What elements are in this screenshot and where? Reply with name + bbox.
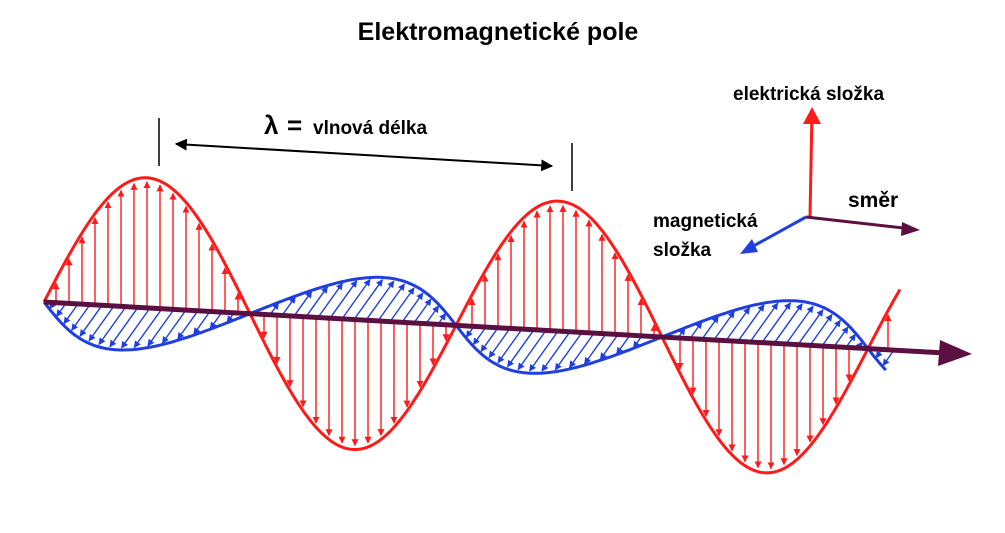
axes-key: elektrická složka magnetická složka směr: [653, 84, 920, 261]
magnetic-vector-arrow: [480, 327, 499, 353]
magnetic-vector-arrow: [88, 305, 115, 342]
magnetic-vector-arrow: [79, 304, 103, 337]
magnetic-vector-arrow: [133, 308, 163, 349]
magnetic-vector-arrow: [689, 321, 703, 340]
magnetic-vector-arrow: [725, 307, 751, 342]
magnetic-vector-arrow: [809, 313, 833, 346]
magnetic-vector-arrow: [209, 311, 223, 330]
magnetic-vector-arrow: [472, 326, 487, 346]
magnetic-vector-arrow: [389, 287, 415, 323]
direction-axis-arrow: [805, 215, 913, 231]
magnetic-component-label-line2: složka: [653, 240, 712, 261]
magnetic-vector-arrow: [401, 292, 424, 323]
magnetic-vector-arrow: [365, 280, 395, 321]
magnetic-vector-arrow: [797, 309, 824, 346]
magnetic-vector-arrow: [329, 280, 358, 319]
magnetic-vector-arrow: [737, 304, 765, 342]
magnetic-vector-arrow: [425, 305, 440, 325]
magnetic-vector-arrow: [882, 349, 895, 367]
magnetic-vector-arrow: [341, 278, 371, 320]
arrow-down-left-icon: [740, 239, 758, 254]
magnetic-vector-arrow: [161, 309, 187, 344]
magnetic-vector-arrow: [528, 330, 559, 372]
magnetic-vector-arrow: [599, 334, 619, 360]
magnetic-vector-arrow: [147, 308, 175, 347]
wavelength-indicator: λ = vlnová délka: [158, 110, 573, 191]
magnetic-vector-arrow: [98, 306, 127, 346]
magnetic-vector-arrow: [193, 310, 211, 335]
magnetic-vector-arrow: [377, 283, 406, 322]
magnetic-vector-arrow: [353, 279, 384, 320]
magnetic-vector-arrow: [488, 327, 511, 359]
electric-field-wave: [42, 176, 902, 475]
magnetic-vector-arrow: [317, 282, 344, 318]
magnetic-vector-arrow: [71, 304, 91, 331]
magnetic-field-wave: [42, 275, 895, 375]
magnetic-vector-arrow: [761, 302, 792, 344]
magnetic-vector-arrow: [109, 306, 139, 348]
magnetic-vector-arrow: [785, 305, 814, 345]
magnetic-vector-arrow: [568, 332, 595, 369]
magnetic-vector-arrow: [583, 333, 607, 365]
magnetic-vector-arrow: [773, 303, 803, 344]
magnetic-vector-arrow: [554, 332, 583, 371]
magnetic-vector-arrow: [293, 290, 313, 317]
wavelength-label: vlnová délka: [313, 118, 427, 139]
magnetic-vector-arrow: [497, 328, 523, 364]
diagram-title: Elektromagnetické pole: [358, 18, 639, 46]
magnetic-vector-arrow: [713, 310, 735, 341]
magnetic-vector-arrow: [833, 326, 849, 348]
magnetic-component-label-line1: magnetická: [653, 211, 758, 232]
magnetic-vector-arrow: [281, 296, 296, 316]
arrow-right-icon: [938, 340, 972, 366]
wavelength-equals: =: [287, 110, 302, 140]
wavelength-symbol: λ: [264, 110, 279, 140]
magnetic-vector-arrow: [749, 302, 779, 343]
magnetic-vector-arrow: [517, 329, 547, 371]
electric-wave-curve: [42, 176, 902, 475]
wavelength-dimension-line: [174, 138, 554, 172]
magnetic-vector-arrow: [616, 334, 631, 355]
electric-axis-arrow: [808, 111, 814, 218]
propagation-axis: [43, 299, 972, 366]
magnetic-vector-arrow: [63, 303, 79, 325]
magnetic-vector-arrow: [541, 331, 571, 372]
magnetic-vector-arrow: [177, 310, 199, 340]
magnetic-vector-arrow: [120, 307, 151, 349]
magnetic-vector-arrow: [305, 286, 329, 318]
magnetic-vector-arrow: [821, 319, 841, 347]
magnetic-wave-curve: [42, 275, 887, 375]
direction-label: směr: [848, 189, 898, 212]
arrow-up-icon: [803, 107, 821, 124]
magnetic-axis-arrow: [747, 215, 807, 251]
electric-component-label: elektrická složka: [733, 84, 884, 105]
magnetic-vector-arrow: [506, 329, 535, 368]
magnetic-vector-arrow: [701, 315, 719, 340]
magnetic-vector-arrow: [413, 298, 432, 324]
arrow-right-icon: [901, 222, 920, 236]
